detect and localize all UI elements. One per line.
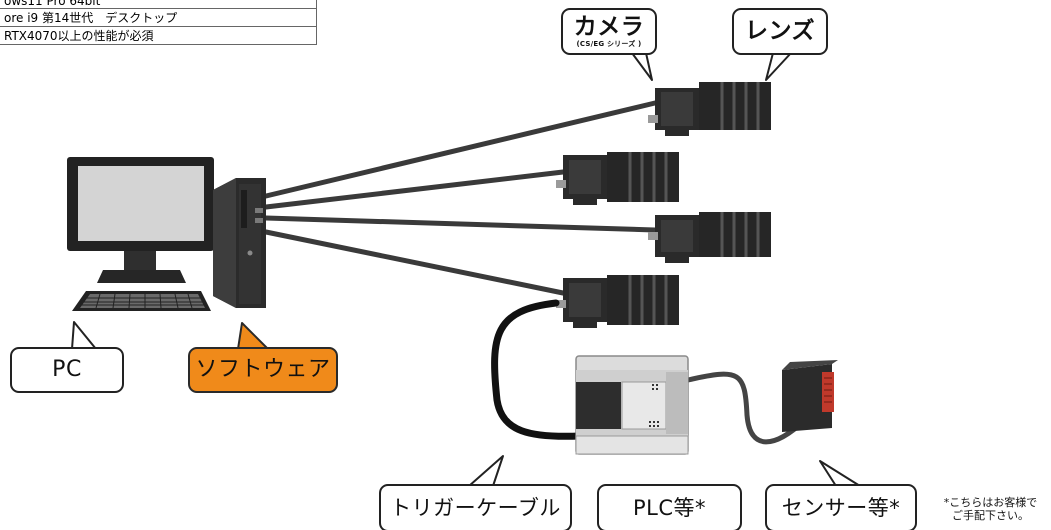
pc-label-text: PC [52,357,82,383]
note-line-2: ご手配下さい。 [952,509,1029,522]
sensor-unit [782,360,838,432]
pc-tower [213,178,266,308]
software-label: ソフトウェア [188,347,338,393]
camera-cable-2 [263,169,566,210]
note-line-1: *こちらはお客様で [943,496,1038,509]
customer-supply-note: *こちらはお客様で ご手配下さい。 [930,496,1051,522]
camera-series-text: (CS/EG シリーズ ) [576,39,642,48]
keyboard [72,291,211,311]
plc-unit [575,355,689,455]
camera-4 [556,275,679,328]
camera-2 [556,152,679,205]
sensor-label: センサー等* [765,484,917,530]
trigger-callout-tail [468,455,504,487]
lens-label-text: レンズ [744,18,816,45]
software-label-text: ソフトウェア [195,357,331,383]
lens-label: レンズ [732,8,828,55]
pc-monitor [67,157,214,283]
sensor-cable-line [685,371,808,445]
trigger-cable-label: トリガーケーブル [379,484,572,530]
software-callout-tail [237,322,269,350]
sensor-callout-tail [819,460,861,487]
camera-label-text: カメラ [573,13,645,40]
spec-gpu-value: RTX4070以上の性能が必須 [0,26,317,45]
trigger-cable-label-text: トリガーケーブル [390,495,561,520]
camera-label: カメラ (CS/EG シリーズ ) [561,8,657,55]
pc-callout-tail [71,321,97,350]
pc-label: PC [10,347,124,393]
sensor-label-text: センサー等* [781,495,901,520]
spec-row-gpu: RTX4070以上の性能が必須 [0,26,317,45]
camera-callout-tail [631,52,653,81]
plc-label-text: PLC等* [632,495,707,520]
trigger-cable-line [491,299,584,440]
spec-table: ows11 Pro 64bit ore i9 第14世代 デスクトップ RTX4… [0,0,317,45]
camera-cable-3 [263,215,658,233]
plc-label: PLC等* [597,484,742,530]
camera-cable-1 [263,100,658,199]
camera-cable-4 [263,229,566,296]
lens-callout-tail [765,52,792,81]
camera-1 [648,82,771,136]
camera-3 [648,212,771,263]
